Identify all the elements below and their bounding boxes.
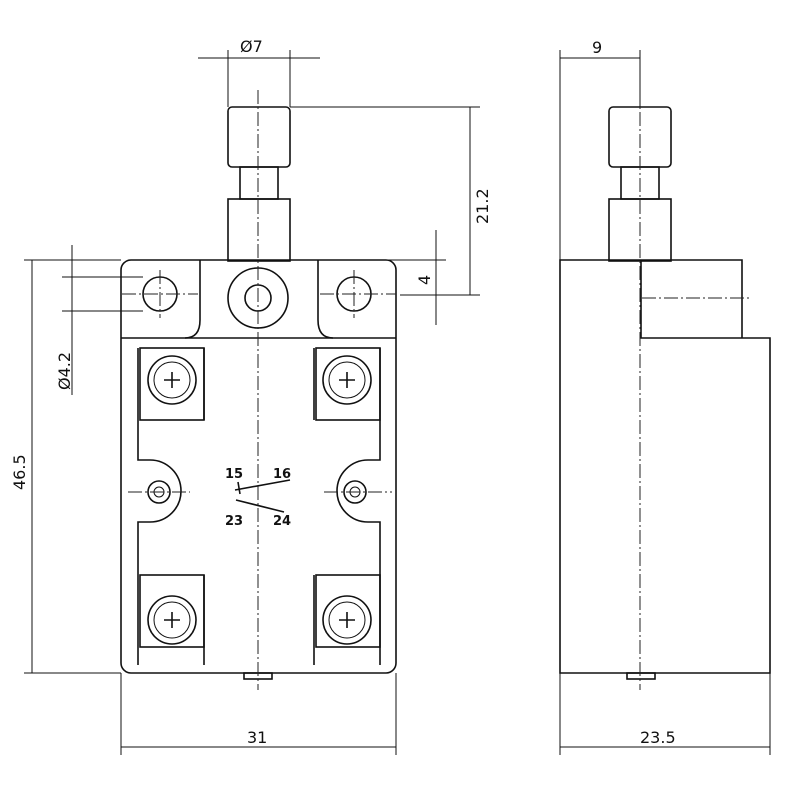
terminal-16-label: 16 <box>273 467 291 482</box>
terminal-screws <box>139 347 381 648</box>
plunger-cap <box>227 106 291 168</box>
dim-plunger-diameter: Ø7 <box>240 37 263 56</box>
dim-hole-diameter: Ø4.2 <box>55 352 74 390</box>
dim-body-width: 31 <box>247 728 267 747</box>
front-view: 15 16 23 24 <box>120 90 397 690</box>
dim-side-offset: 9 <box>592 38 602 57</box>
plunger-stem <box>239 166 279 200</box>
dim-travel: 4 <box>415 275 434 285</box>
dim-side-depth: 23.5 <box>640 728 676 747</box>
side-view <box>559 90 771 690</box>
terminal-24-label: 24 <box>273 514 291 529</box>
dimensions: Ø7 21.2 4 Ø4.2 46.5 31 23.5 9 <box>10 37 771 755</box>
dim-plunger-height: 21.2 <box>473 188 492 224</box>
dim-body-height: 46.5 <box>10 454 29 490</box>
plunger-base <box>227 198 291 262</box>
terminal-15-label: 15 <box>225 467 243 482</box>
terminal-23-label: 23 <box>225 514 243 529</box>
contact-symbol: 15 16 23 24 <box>225 467 291 529</box>
